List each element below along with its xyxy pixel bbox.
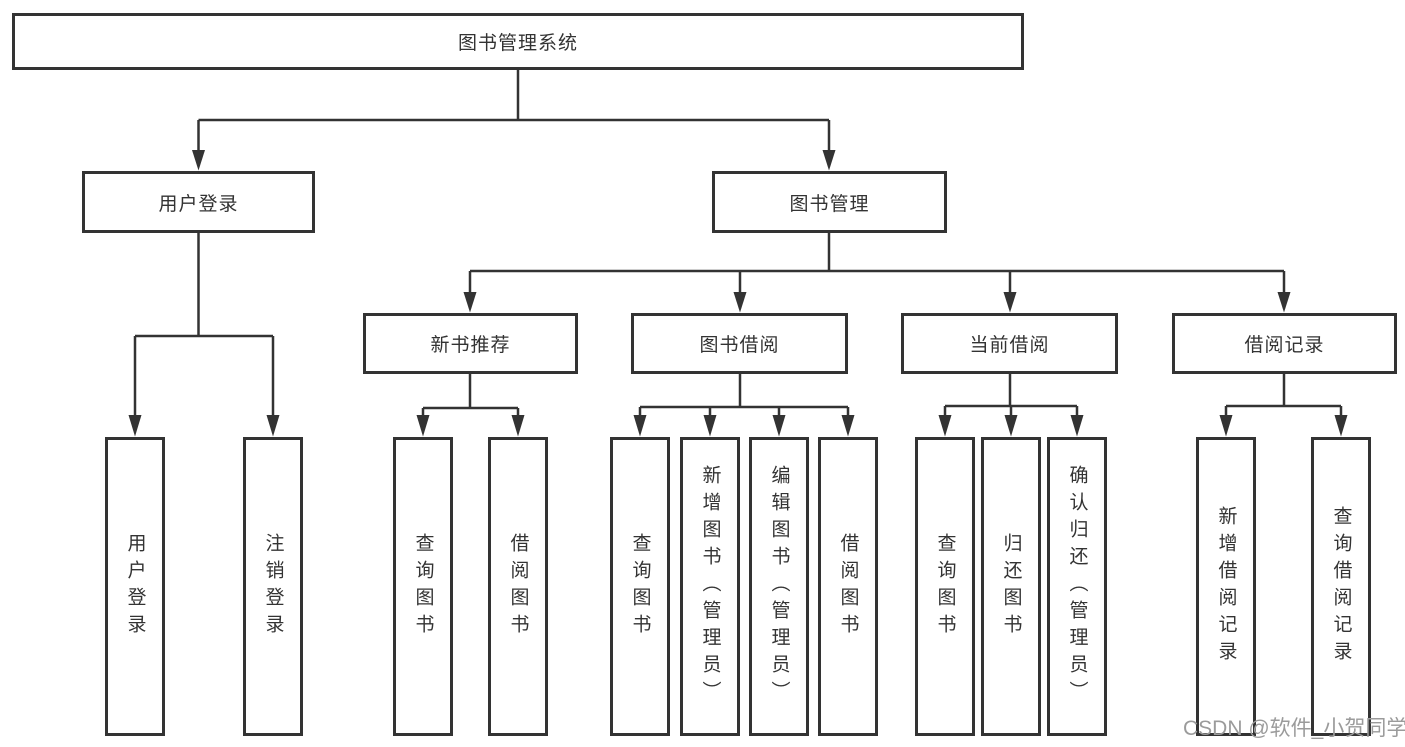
arrowhead (1003, 292, 1017, 313)
branch-borrowing-records (1224, 374, 1343, 416)
branch-book-borrowing (638, 374, 850, 416)
node-book-borrowing: 图书借阅 (631, 313, 848, 374)
arrowhead (416, 415, 430, 437)
node-leaf-bb-add-books-admin: 新增图书（管理员） (680, 437, 740, 736)
node-leaf-bb-query-books: 查询图书 (610, 437, 670, 736)
arrowhead (841, 415, 855, 437)
arrowhead (511, 415, 525, 437)
node-leaf-bb-borrow-books: 借阅图书 (818, 437, 878, 736)
branch-user-login (133, 233, 275, 416)
arrowhead (1070, 415, 1084, 437)
arrowhead (1277, 292, 1291, 313)
node-user-login: 用户登录 (82, 171, 315, 233)
node-leaf-nbr-borrow-books: 借阅图书 (488, 437, 548, 736)
arrowhead (1334, 415, 1348, 437)
csdn-watermark: CSDN @软件_小贺同学 (1183, 717, 1405, 740)
branch-new-book-recommendation (421, 374, 520, 416)
arrowhead (733, 292, 747, 313)
arrowhead (463, 292, 477, 313)
arrowhead (128, 415, 142, 437)
node-borrowing-records: 借阅记录 (1172, 313, 1397, 374)
node-leaf-cb-return-books: 归还图书 (981, 437, 1041, 736)
arrowhead (1004, 415, 1018, 437)
arrowhead (1219, 415, 1233, 437)
branch-current-borrowing (943, 374, 1079, 416)
node-leaf-user-login: 用户登录 (105, 437, 165, 736)
arrowhead (822, 150, 836, 171)
node-library-management-system: 图书管理系统 (12, 13, 1024, 70)
node-leaf-br-add-borrow-record: 新增借阅记录 (1196, 437, 1256, 736)
arrowhead (938, 415, 952, 437)
node-leaf-nbr-query-books: 查询图书 (393, 437, 453, 736)
node-leaf-br-query-borrow-record: 查询借阅记录 (1311, 437, 1371, 736)
node-leaf-cb-confirm-return-admin: 确认归还（管理员） (1047, 437, 1107, 736)
arrowhead (703, 415, 717, 437)
arrowhead (772, 415, 786, 437)
node-leaf-logout: 注销登录 (243, 437, 303, 736)
arrowhead (266, 415, 280, 437)
arrowhead (633, 415, 647, 437)
node-book-management: 图书管理 (712, 171, 947, 233)
branch-book-management (468, 233, 1286, 292)
branch-root (197, 70, 831, 151)
node-leaf-cb-query-books: 查询图书 (915, 437, 975, 736)
node-new-book-recommendation: 新书推荐 (363, 313, 578, 374)
arrowhead (192, 150, 205, 171)
node-leaf-bb-edit-books-admin: 编辑图书（管理员） (749, 437, 809, 736)
node-current-borrowing: 当前借阅 (901, 313, 1118, 374)
